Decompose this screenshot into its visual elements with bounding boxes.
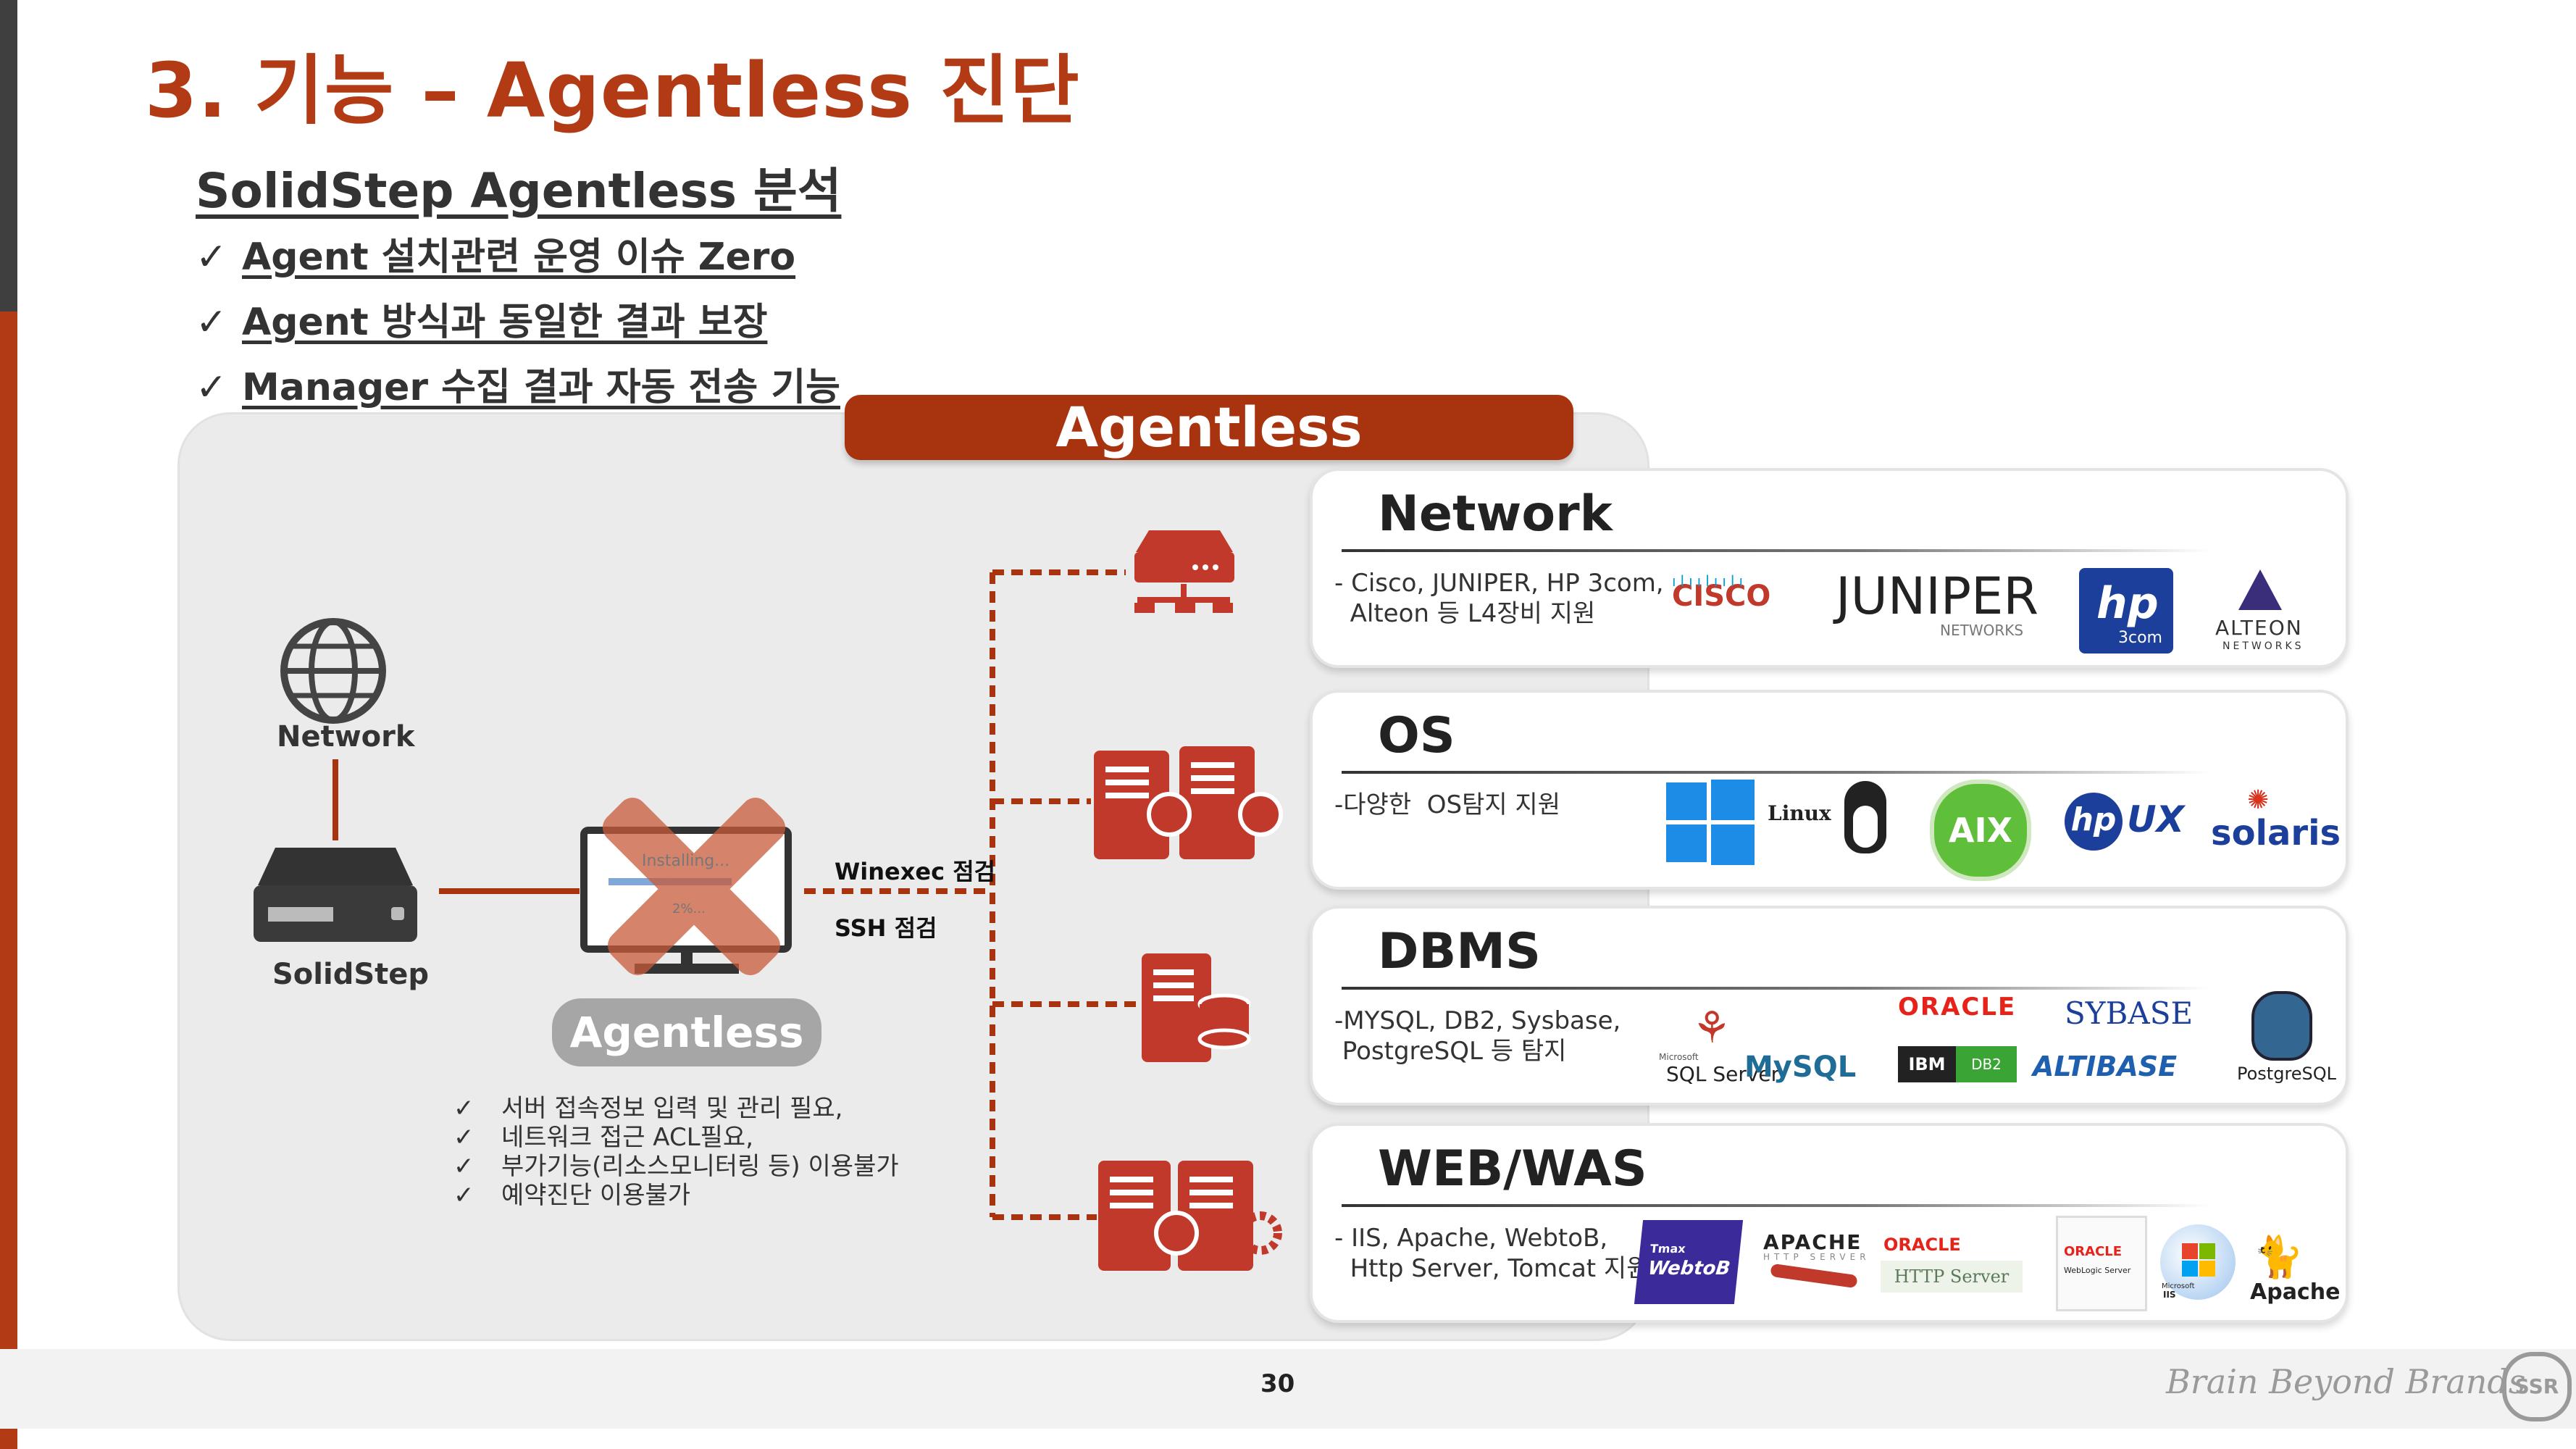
network-label: Network	[277, 720, 415, 753]
tux-penguin-icon	[1844, 781, 1886, 853]
os-card: OS -다양한 OS탐지 지원 Linux AIX hp UX solaris …	[1310, 690, 2349, 890]
alteon-networks-text: NETWORKS	[2222, 640, 2304, 652]
microsoft-text: Microsoft	[1659, 1052, 1699, 1062]
tomcat-icon: 🐈	[2253, 1234, 2304, 1281]
hpux-logo-text: UX	[2127, 798, 2185, 840]
card-description: - Cisco, JUNIPER, HP 3com, Alteon 등 L4장비…	[1334, 569, 1664, 628]
check-item: ✓ Manager 수집 결과 자동 전송 기능	[196, 356, 840, 411]
check-item-text: Manager 수집 결과 자동 전송 기능	[242, 366, 840, 409]
check-icon: ✓	[196, 366, 227, 409]
weblogic-logo: ORACLE WebLogic Server	[2056, 1216, 2147, 1311]
globe-icon	[280, 618, 386, 724]
solidstep-label: SolidStep	[272, 958, 430, 991]
apache-tomcat-logo: Apache	[2250, 1279, 2341, 1305]
solaris-sun-icon: ✺	[2247, 785, 2270, 815]
ssr-logo: SSR	[2502, 1352, 2572, 1421]
installing-progress: 2%...	[672, 901, 706, 916]
page-number: 30	[1260, 1369, 1295, 1398]
cisco-bars-icon: ılıılıılı	[1672, 572, 1748, 590]
card-title: OS	[1378, 707, 1455, 764]
oracle-http-logo: ORACLE	[1883, 1235, 1961, 1255]
iis-logo: Microsoft IIS	[2160, 1224, 2236, 1300]
check-icon: ✓	[453, 1094, 474, 1123]
web-server-icon	[1098, 1161, 1282, 1271]
blocked-x-icon	[602, 798, 786, 976]
sql-server-icon: ⚘	[1692, 1003, 1731, 1053]
solaris-logo: solaris	[2211, 813, 2341, 853]
brand-tagline: Brain Beyond Brands	[2166, 1362, 2526, 1401]
hp-logo: hp	[2065, 793, 2123, 851]
sql-server-logo: SQL Server	[1666, 1062, 1780, 1086]
network-card: Network - Cisco, JUNIPER, HP 3com, Alteo…	[1310, 468, 2349, 668]
dbms-card: DBMS -MYSQL, DB2, Sysbase, PostgreSQL 등 …	[1310, 906, 2349, 1106]
altibase-logo: ALTIBASE	[2033, 1051, 2178, 1082]
check-item: ✓ Agent 설치관련 운영 이슈 Zero	[196, 226, 795, 280]
check-item: ✓ Agent 방식과 동일한 결과 보장	[196, 291, 767, 346]
aix-logo: AIX	[1930, 780, 2031, 881]
left-accent-bar-red	[0, 312, 17, 1449]
os-server-icon	[1094, 746, 1283, 859]
check-icon: ✓	[453, 1181, 474, 1210]
winexec-label: Winexec 점검	[835, 858, 996, 885]
card-title: DBMS	[1378, 923, 1541, 980]
section-subtitle: SolidStep Agentless 분석	[196, 163, 842, 219]
apache-feather-icon	[1770, 1263, 1858, 1289]
issue-item: ✓서버 접속정보 입력 및 관리 필요,	[453, 1094, 843, 1123]
card-description: -다양한 OS탐지 지원	[1334, 790, 1560, 819]
alteon-logo: ALTEON	[2215, 616, 2303, 640]
dashed-connectors	[804, 569, 1140, 1220]
agentless-banner: Agentless	[845, 395, 1573, 460]
ibm-logo: IBM	[1898, 1046, 1956, 1082]
issue-item: ✓예약진단 이용불가	[453, 1181, 691, 1210]
check-icon: ✓	[196, 235, 227, 279]
installing-text: Installing...	[642, 852, 730, 870]
card-description: -MYSQL, DB2, Sysbase, PostgreSQL 등 탐지	[1334, 1006, 1621, 1066]
card-divider	[1342, 1204, 2211, 1207]
apache-http-server-text: HTTP SERVER	[1763, 1252, 1870, 1262]
juniper-logo: JUNIPER	[1836, 567, 2038, 626]
page-title: 3. 기능 – Agentless 진단	[145, 46, 1080, 135]
card-divider	[1342, 549, 2211, 552]
oracle-logo: ORACLE	[1898, 993, 2017, 1022]
check-icon: ✓	[453, 1152, 474, 1181]
check-item-text: Agent 방식과 동일한 결과 보장	[242, 301, 768, 344]
issue-list: ✓서버 접속정보 입력 및 관리 필요, ✓네트워크 접근 ACL필요, ✓부가…	[453, 1094, 899, 1210]
mysql-logo: MySQL	[1744, 1051, 1857, 1084]
left-accent-bar-dark	[0, 0, 17, 312]
network-device-icon	[1134, 530, 1234, 613]
hp-3com-logo: hp 3com	[2079, 568, 2173, 653]
postgresql-logo: PostgreSQL	[2237, 1064, 2337, 1084]
alteon-triangle-icon	[2238, 569, 2282, 610]
ssh-label: SSH 점검	[835, 914, 937, 942]
database-server-icon	[1142, 953, 1251, 1062]
card-title: WEB/WAS	[1378, 1140, 1647, 1198]
apache-http-logo: APACHE	[1763, 1230, 1862, 1254]
issue-item: ✓부가기능(리소스모니터링 등) 이용불가	[453, 1152, 899, 1181]
cisco-logo: CISCO	[1672, 580, 1771, 613]
card-divider	[1342, 771, 2211, 774]
agentless-pill: Agentless	[552, 998, 821, 1066]
check-icon: ✓	[453, 1123, 474, 1152]
card-divider	[1342, 987, 2211, 990]
http-server-label: HTTP Server	[1881, 1261, 2023, 1293]
web-was-card: WEB/WAS - IIS, Apache, WebtoB, Http Serv…	[1310, 1123, 2349, 1323]
postgresql-elephant-icon	[2251, 991, 2312, 1061]
webtob-logo: Tmax WebtoB	[1634, 1220, 1744, 1304]
check-icon: ✓	[196, 301, 227, 344]
card-description: - IIS, Apache, WebtoB, Http Server, Tomc…	[1334, 1224, 1649, 1283]
footer-band	[0, 1349, 2576, 1429]
issue-item: ✓네트워크 접근 ACL필요,	[453, 1123, 754, 1152]
card-title: Network	[1378, 485, 1613, 543]
check-item-text: Agent 설치관련 운영 이슈 Zero	[242, 235, 796, 279]
sybase-logo: SYBASE	[2065, 995, 2194, 1031]
juniper-networks-text: NETWORKS	[1940, 622, 2024, 639]
solidstep-device-icon	[254, 848, 417, 942]
windows-logo-icon	[1666, 780, 1755, 865]
linux-logo: Linux	[1768, 801, 1831, 825]
db2-logo: DB2	[1956, 1046, 2017, 1082]
